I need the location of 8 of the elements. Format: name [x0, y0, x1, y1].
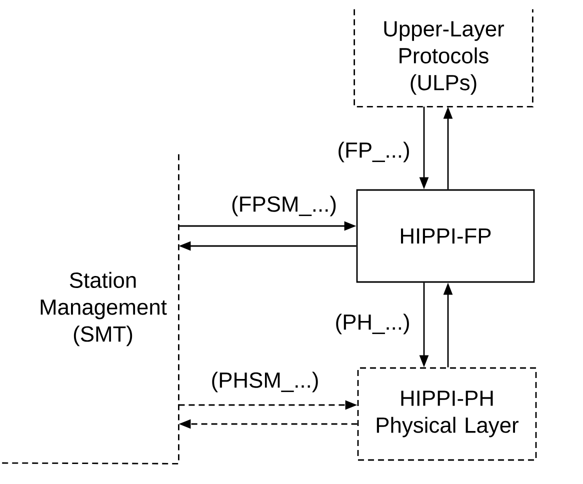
process-box: HIPPI-FP: [356, 189, 535, 283]
layer-box: Upper-Layer Protocols (ULPs): [354, 9, 534, 108]
layer-box: HIPPI-PH Physical Layer: [357, 367, 537, 461]
edge-label: (FPSM_...): [232, 196, 336, 216]
edge-label: (FP_...): [338, 142, 409, 162]
management-region: Station Management (SMT): [0, 154, 180, 464]
edge-label: (PHSM_...): [212, 372, 318, 392]
edge-label: (PH_...): [336, 314, 409, 334]
